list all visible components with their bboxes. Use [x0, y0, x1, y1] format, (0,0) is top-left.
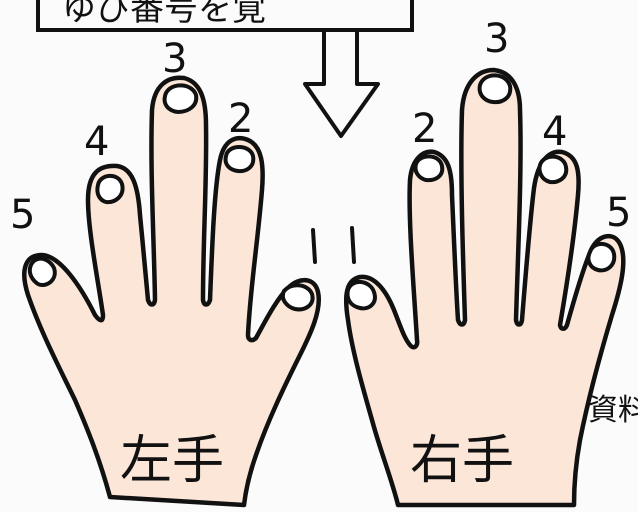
left-ring-nail: [95, 173, 125, 205]
left-ring-number: 4: [84, 119, 109, 165]
left-pinky-nail: [27, 256, 57, 287]
right-index-number: 2: [412, 106, 437, 152]
top-label-text: ゆび番号を覚: [62, 0, 266, 29]
right-pinky-number: 5: [606, 190, 631, 236]
right-hand: 2 3 4 5 右手: [343, 16, 631, 508]
left-middle-number: 3: [162, 36, 187, 82]
left-index-number: 2: [228, 96, 253, 142]
right-ring-number: 4: [542, 109, 567, 155]
right-middle-nail: [477, 73, 513, 105]
left-middle-nail: [162, 83, 199, 115]
right-hand-label: 右手: [410, 431, 514, 491]
right-middle-number: 3: [484, 16, 509, 62]
left-index-nail: [223, 145, 256, 174]
left-thumb-number: [311, 228, 317, 264]
top-label-box: ゆび番号を覚: [36, 0, 414, 32]
side-note: 資料: [588, 393, 638, 428]
right-thumb-number: [350, 226, 356, 264]
right-thumb-nail: [345, 280, 377, 311]
right-ring-nail: [537, 154, 569, 185]
left-pinky-number: 5: [10, 192, 35, 238]
down-arrow-icon: [303, 32, 380, 138]
left-hand: 5 4 3 2 左手: [10, 36, 322, 508]
right-pinky-nail: [586, 242, 617, 273]
right-index-nail: [413, 154, 445, 183]
left-thumb-nail: [280, 283, 315, 312]
left-hand-label: 左手: [120, 431, 224, 491]
